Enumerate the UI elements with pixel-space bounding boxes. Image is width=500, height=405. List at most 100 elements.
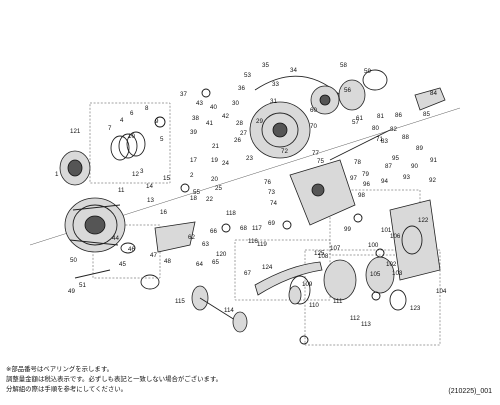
part-label-6: 6 [130, 110, 134, 117]
part-label-97: 97 [350, 175, 357, 182]
part-label-114: 114 [224, 307, 234, 314]
part-label-18: 18 [190, 195, 197, 202]
part-label-69: 69 [268, 220, 275, 227]
part-label-91: 91 [430, 157, 437, 164]
part-label-81: 81 [377, 113, 384, 120]
part-label-93: 93 [403, 174, 410, 181]
bail-arm-part [74, 221, 196, 290]
part-label-115: 115 [175, 298, 185, 305]
upper-gear-part [338, 69, 388, 111]
part-label-19: 19 [211, 157, 218, 164]
drag-knob-part [59, 150, 91, 186]
part-label-94: 94 [381, 178, 388, 185]
part-label-23: 23 [246, 155, 253, 162]
part-label-5: 5 [160, 136, 164, 143]
part-label-20: 20 [211, 176, 218, 183]
part-label-3: 3 [140, 168, 144, 175]
part-label-58: 58 [340, 62, 347, 69]
part-label-85: 85 [423, 111, 430, 118]
part-label-77: 77 [312, 150, 319, 157]
part-label-64: 64 [196, 261, 203, 268]
footnotes: ※部品番号はベアリングを示します。 調整量金額は税込表示です。必ずしも表記と一致… [6, 364, 222, 394]
part-label-87: 87 [385, 163, 392, 170]
part-label-96: 96 [363, 181, 370, 188]
drive-gear-part [289, 256, 395, 305]
part-label-13: 13 [147, 197, 154, 204]
part-label-26: 26 [234, 137, 241, 144]
handle-arm-part [414, 87, 446, 111]
part-label-125: 125 [314, 250, 325, 257]
part-label-74: 74 [270, 200, 277, 207]
part-label-65: 65 [212, 259, 219, 266]
footnote-bearing: ※部品番号はベアリングを示します。 [6, 365, 113, 373]
part-label-71: 71 [376, 136, 383, 143]
part-label-12: 12 [132, 171, 139, 178]
part-label-2: 2 [190, 172, 194, 179]
part-label-53: 53 [244, 72, 251, 79]
part-label-22: 22 [206, 196, 213, 203]
part-label-98: 98 [358, 192, 365, 199]
part-label-124: 124 [262, 264, 273, 271]
part-label-101: 101 [381, 227, 392, 234]
bail-assembly-box [92, 224, 161, 279]
main-shaft-part [329, 129, 391, 161]
part-label-47: 47 [150, 252, 157, 259]
part-label-75: 75 [317, 158, 324, 165]
part-label-50: 50 [70, 257, 77, 264]
part-label-106: 106 [390, 233, 401, 240]
pinion-part [310, 85, 340, 115]
part-label-104: 104 [436, 288, 447, 295]
handle-knob-part [288, 285, 407, 311]
part-label-37: 37 [180, 91, 187, 98]
part-label-120: 120 [216, 251, 227, 258]
part-label-31: 31 [270, 98, 277, 105]
part-label-113: 113 [361, 321, 371, 328]
part-label-33: 33 [272, 81, 279, 88]
part-label-48: 48 [164, 258, 171, 265]
part-label-110: 110 [309, 302, 319, 309]
part-label-51: 51 [79, 282, 86, 289]
part-label-89: 89 [416, 145, 423, 152]
part-label-14: 14 [146, 183, 153, 190]
part-label-100: 100 [368, 242, 379, 249]
part-label-35: 35 [262, 62, 269, 69]
part-label-112: 112 [350, 315, 360, 322]
part-label-118: 118 [226, 210, 236, 217]
part-label-60: 60 [310, 107, 317, 114]
part-label-82: 82 [390, 126, 397, 133]
part-label-78: 78 [354, 159, 361, 166]
rotor-gear-box [304, 249, 441, 346]
part-label-49: 49 [68, 288, 75, 295]
part-label-34: 34 [290, 67, 297, 74]
gear-housing-part [389, 199, 441, 281]
part-label-83: 83 [381, 138, 388, 145]
part-label-40: 40 [210, 104, 217, 111]
rotor-part [249, 101, 311, 159]
part-label-41: 41 [206, 120, 213, 127]
part-label-11: 11 [118, 187, 125, 194]
footnote-price: 調整量金額は税込表示です。必ずしも表記と一致しない場合がございます。 [6, 375, 222, 383]
part-label-10: 10 [128, 133, 135, 140]
part-label-21: 21 [212, 143, 219, 150]
part-label-95: 95 [392, 155, 399, 162]
part-label-56: 56 [344, 87, 351, 94]
part-label-44: 44 [112, 235, 119, 242]
part-label-30: 30 [232, 100, 239, 107]
handle-part [191, 261, 323, 333]
part-label-59: 59 [364, 68, 371, 75]
part-label-123: 123 [410, 305, 421, 312]
reel-body-part [289, 159, 356, 226]
part-label-24: 24 [222, 160, 229, 167]
handle-assembly-box [234, 239, 331, 301]
part-label-61: 61 [356, 115, 363, 122]
part-label-27: 27 [240, 130, 247, 137]
part-label-42: 42 [222, 113, 229, 120]
part-label-25: 25 [215, 185, 222, 192]
part-label-117: 117 [252, 225, 262, 232]
part-label-63: 63 [202, 241, 209, 248]
part-label-116: 116 [248, 238, 258, 245]
part-label-29: 29 [256, 118, 263, 125]
part-label-111: 111 [333, 298, 343, 305]
